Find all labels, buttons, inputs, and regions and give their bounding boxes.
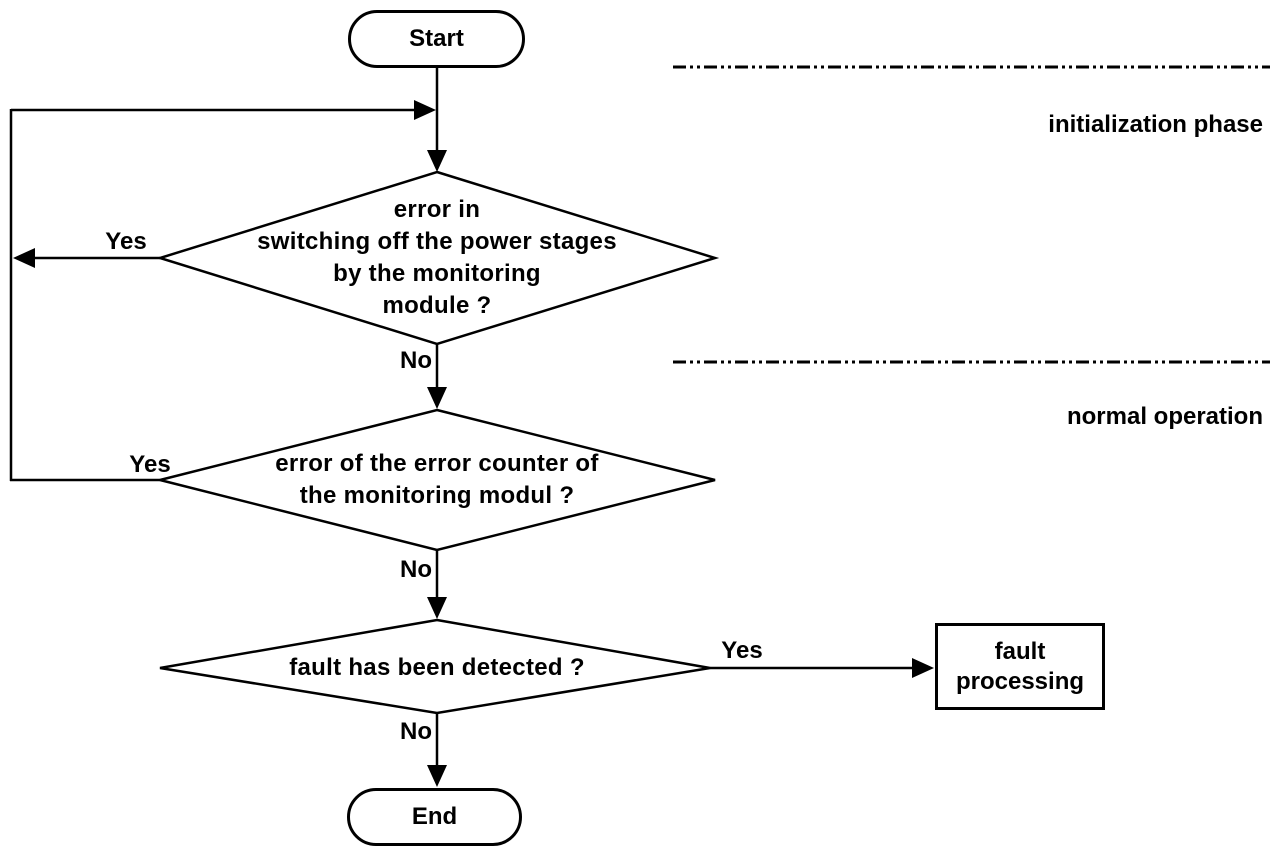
arrowhead-into-fault-processing — [912, 658, 934, 678]
decision3-diamond — [159, 618, 711, 715]
decision1-diamond — [155, 170, 720, 346]
end-node-label: End — [411, 803, 458, 830]
arrowhead-into-decision1 — [427, 150, 447, 172]
fault-processing-label: fault processing — [955, 637, 1085, 695]
decision2-no-label: No — [400, 556, 432, 583]
decision1-yes-label: Yes — [105, 228, 147, 255]
arrowhead-into-decision3 — [427, 597, 447, 619]
start-node-label: Start — [409, 25, 464, 52]
arrowhead-loop-right — [414, 100, 436, 120]
arrowhead-decision1-yes-left — [13, 248, 35, 268]
decision3-no-label: No — [400, 718, 432, 745]
decision3-label: fault has been detected ? — [289, 654, 585, 681]
decision1-label: error in switching off the power stages … — [257, 196, 617, 319]
end-node: End — [347, 788, 522, 846]
phase-label-initialization: initialization phase — [1048, 111, 1263, 138]
decision2-diamond — [159, 408, 716, 552]
arrowhead-into-decision2 — [427, 387, 447, 409]
decision2-label: error of the error counter of the monito… — [275, 450, 599, 509]
decision1-no-label: No — [400, 347, 432, 374]
phase-label-normal-operation: normal operation — [1066, 403, 1263, 430]
fault-processing-node: fault processing — [935, 623, 1105, 710]
arrowhead-into-end — [427, 765, 447, 787]
decision2-yes-label: Yes — [129, 451, 171, 478]
start-node: Start — [348, 10, 525, 68]
decision3-yes-label: Yes — [721, 637, 763, 664]
